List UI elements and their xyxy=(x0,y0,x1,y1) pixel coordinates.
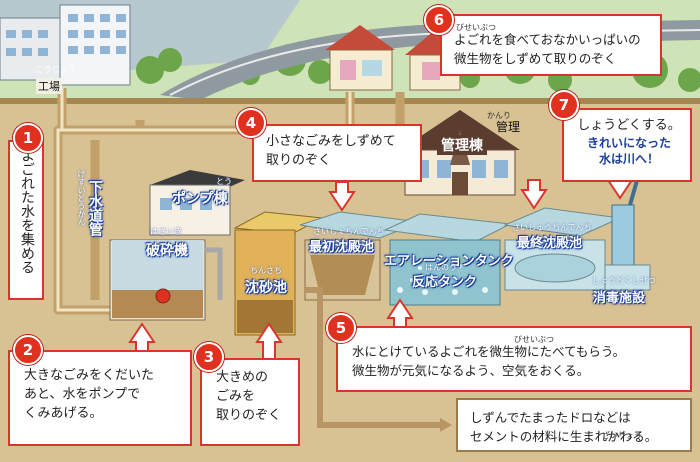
step-7-line-2: きれいになった xyxy=(586,136,671,150)
step-7-line-3: 水は川へ！ xyxy=(598,152,659,166)
step-2-badge: 2 xyxy=(13,335,43,365)
sludge-line-1: しずんでたまったドロなどは xyxy=(470,410,631,425)
sewer-pipe-label: 下水道管 xyxy=(87,180,103,236)
grit-chamber xyxy=(233,211,324,336)
step-1-callout: よごれた水を集める xyxy=(8,140,44,300)
step-1-badge: 1 xyxy=(13,123,43,153)
admin-building xyxy=(400,110,520,196)
step-7-callout: しょうどくする。 きれいになった 水は川へ！ xyxy=(562,108,692,182)
disinfection-ruby: しょうどくしせつ xyxy=(592,276,656,285)
step-3-badge: 3 xyxy=(194,342,224,372)
pump-ruby: とう xyxy=(216,177,232,186)
aeration-tank-label: エアレーションタンク xyxy=(384,254,514,269)
step-6-line-2: 微生物をしずめて取りのぞく xyxy=(454,51,617,66)
step-2-line-2: あと、水をポンプで xyxy=(24,387,141,402)
step-2-line-1: 大きなごみをくだいた xyxy=(24,368,155,383)
factory-ruby: こうじょう xyxy=(36,65,76,74)
sewer-pipe-ruby: げすいどうかん xyxy=(77,170,86,226)
sludge-line-2: セメントの材料に生まれかわる。 xyxy=(470,429,658,444)
factory-label: 工場 xyxy=(36,78,62,94)
step-2-callout: 大きなごみをくだいた あと、水をポンプで くみあげる。 xyxy=(8,350,192,446)
crusher-basin xyxy=(109,239,206,321)
sludge-pipe xyxy=(305,287,440,428)
step-4-line-2: 取りのぞく xyxy=(266,153,332,168)
pump-pipe xyxy=(205,247,223,300)
step-5-badge: 5 xyxy=(326,313,356,343)
primary-ruby: さいしょちんでんち xyxy=(313,227,385,236)
step-5-ruby: びせいぶつ xyxy=(514,335,554,344)
reaction-tank-label: 反応タンク xyxy=(412,275,478,290)
step-4-callout: 小さなごみをしずめて 取りのぞく xyxy=(252,124,422,182)
grit-chamber-label: 沈砂池 xyxy=(245,280,287,296)
reaction-ruby: はんのう xyxy=(425,263,457,272)
pump-building xyxy=(149,170,245,236)
factory-buildings xyxy=(0,4,131,86)
final-tank-label: 最終沈殿池 xyxy=(517,236,583,251)
grit-ruby: ちんさち xyxy=(250,266,282,275)
admin-small-label: 管理 xyxy=(496,120,521,134)
pump-building-label: ポンプ棟 xyxy=(172,191,228,207)
step-5-line-2: 微生物が元気になるよう、空気をおくる。 xyxy=(352,363,590,378)
step-4-line-1: 小さなごみをしずめて xyxy=(266,134,396,149)
crusher-ruby: はさいき xyxy=(150,227,182,236)
admin-small-ruby: かんり xyxy=(487,111,511,120)
step-6-ruby: びせいぶつ xyxy=(456,23,496,32)
primary-settling-tank xyxy=(299,211,421,301)
primary-tank-label: 最初沈殿池 xyxy=(309,240,375,255)
final-settling-tank xyxy=(503,207,622,291)
step-7-line-1: しょうどくする。 xyxy=(577,118,681,133)
step-5-callout: びせいぶつ 水にとけているよごれを微生物にたべてもらう。 微生物が元気になるよう… xyxy=(336,326,692,392)
disinfection-label: 消毒施設 xyxy=(593,291,646,306)
step-3-line-1: 大きめの xyxy=(216,370,269,385)
disinfection-facility xyxy=(604,169,651,291)
step-6-badge: 6 xyxy=(424,5,454,35)
step-1-text: よごれた水を集める xyxy=(19,148,35,274)
step-7-badge: 7 xyxy=(549,90,579,120)
step-3-line-3: 取りのぞく xyxy=(216,408,282,423)
step-3-callout: 大きめの ごみを 取りのぞく xyxy=(200,358,300,446)
step-6-callout: びせいぶつ よごれを食べておなかいっぱいの 微生物をしずめて取りのぞく xyxy=(440,14,662,76)
reaction-tank xyxy=(383,213,512,306)
step-5-line-1: 水にとけているよごれを微生物にたべてもらう。 xyxy=(352,344,626,359)
sludge-note: ざいりょう しずんでたまったドロなどは セメントの材料に生まれかわる。 xyxy=(456,398,692,452)
final-ruby: さいしゅうちんでんち xyxy=(512,223,592,232)
admin-building-label: 管理棟 xyxy=(437,135,487,155)
crusher-label: 破砕機 xyxy=(146,243,188,259)
sludge-ruby: ざいりょう xyxy=(602,431,642,440)
step-2-line-3: くみあげる。 xyxy=(24,406,103,421)
step-6-line-1: よごれを食べておなかいっぱいの xyxy=(454,32,641,47)
step-4-badge: 4 xyxy=(236,108,266,138)
step-3-line-2: ごみを xyxy=(216,389,256,404)
